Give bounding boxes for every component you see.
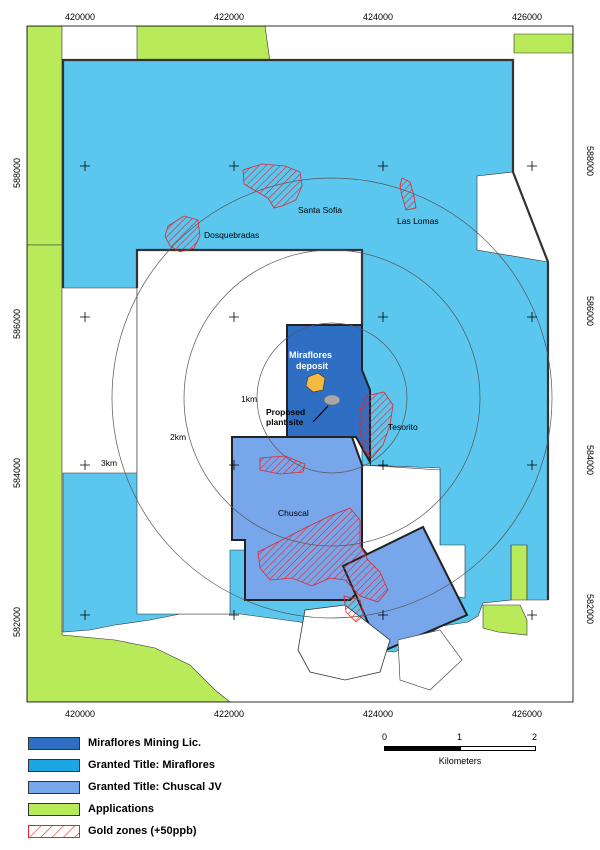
label-santa-sofia: Santa Sofia xyxy=(298,205,342,215)
license-boundary-inner xyxy=(135,248,364,325)
x-tick-bottom-3: 424000 xyxy=(363,709,393,719)
gold-zone-dosquebradas xyxy=(164,215,201,253)
open-area-south-2 xyxy=(397,629,463,691)
y-tick-left-2: 586000 xyxy=(12,309,22,339)
scale-tick-1: 1 xyxy=(457,732,463,742)
scale-tick-2: 2 xyxy=(532,732,538,742)
x-tick-top-1: 420000 xyxy=(65,12,95,22)
label-tesorito: Tesorito xyxy=(388,422,418,432)
map-legend: Miraflores Mining Lic. Granted Title: Mi… xyxy=(28,732,288,842)
y-tick-left-1: 588000 xyxy=(12,158,22,188)
application-area-southeast xyxy=(482,604,528,636)
plant-site-leader-line xyxy=(312,405,329,423)
legend-swatch-applications xyxy=(28,802,80,816)
scale-bar-graphic xyxy=(384,746,536,751)
legend-swatch-gold-zones xyxy=(28,824,80,838)
license-boundary xyxy=(61,58,550,600)
label-proposed-plant-line1: Proposed xyxy=(266,407,305,417)
gold-zone-las-lomas xyxy=(399,177,417,211)
scale-bar-segment xyxy=(385,747,461,750)
scale-bar-unit: Kilometers xyxy=(438,756,482,766)
label-chuscal: Chuscal xyxy=(278,508,309,518)
scale-tick-0: 0 xyxy=(382,732,388,742)
application-area-northeast xyxy=(513,33,573,54)
label-miraflores-deposit-line1: Miraflores xyxy=(289,350,332,360)
y-tick-left-3: 584000 xyxy=(12,458,22,488)
scale-bar: 0 1 2 Kilometers xyxy=(380,732,550,772)
y-tick-right-3: 584000 xyxy=(585,445,595,475)
y-tick-right-2: 586000 xyxy=(585,296,595,326)
y-tick-right-1: 588000 xyxy=(585,146,595,176)
x-tick-top-4: 426000 xyxy=(512,12,542,22)
legend-item-applications: Applications xyxy=(28,798,288,820)
legend-swatch-granted-miraflores xyxy=(28,758,80,772)
legend-label: Applications xyxy=(88,803,155,815)
legend-label: Miraflores Mining Lic. xyxy=(88,737,202,749)
legend-item-granted-miraflores: Granted Title: Miraflores xyxy=(28,754,288,776)
map-border xyxy=(26,25,574,703)
label-ring-3km: 3km xyxy=(101,458,117,468)
ring-3km xyxy=(111,177,553,619)
gold-zone-chuscal-south xyxy=(343,595,365,623)
label-las-lomas: Las Lomas xyxy=(397,216,439,226)
legend-swatch-miraflores-mining xyxy=(28,736,80,750)
gold-zone-chuscal-main xyxy=(257,507,389,603)
label-ring-2km: 2km xyxy=(170,432,186,442)
x-tick-top-2: 422000 xyxy=(214,12,244,22)
label-dosquebradas: Dosquebradas xyxy=(204,230,259,240)
x-tick-bottom-1: 420000 xyxy=(65,709,95,719)
legend-label: Granted Title: Miraflores xyxy=(88,759,215,771)
x-tick-bottom-2: 422000 xyxy=(214,709,244,719)
x-tick-top-3: 424000 xyxy=(363,12,393,22)
label-miraflores-deposit-line2: deposit xyxy=(296,361,328,371)
application-area-southwest xyxy=(27,244,231,702)
scale-bar-ticks: 0 1 2 xyxy=(380,732,550,744)
y-tick-right-4: 582000 xyxy=(585,594,595,624)
application-area-northwest xyxy=(136,26,271,63)
application-area-west xyxy=(27,26,63,246)
legend-label: Gold zones (+50ppb) xyxy=(88,825,197,837)
x-tick-bottom-4: 426000 xyxy=(512,709,542,719)
legend-item-gold-zones: Gold zones (+50ppb) xyxy=(28,820,288,842)
legend-item-miraflores-mining: Miraflores Mining Lic. xyxy=(28,732,288,754)
application-area-east-strip xyxy=(510,542,528,601)
proposed-plant-site-marker xyxy=(323,394,341,406)
label-proposed-plant-line2: plant site xyxy=(266,417,304,427)
y-tick-left-4: 582000 xyxy=(12,607,22,637)
legend-label: Granted Title: Chuscal JV xyxy=(88,781,222,793)
miraflores-deposit-marker xyxy=(305,372,326,393)
gold-zone-santa-sofia xyxy=(242,163,303,209)
legend-item-granted-chuscal: Granted Title: Chuscal JV xyxy=(28,776,288,798)
grid-crosses xyxy=(80,161,537,620)
ring-1km xyxy=(256,322,408,474)
label-ring-1km: 1km xyxy=(241,394,257,404)
legend-swatch-granted-chuscal xyxy=(28,780,80,794)
gold-zone-chuscal-north xyxy=(259,455,306,475)
gold-zone-tesorito xyxy=(359,391,394,459)
